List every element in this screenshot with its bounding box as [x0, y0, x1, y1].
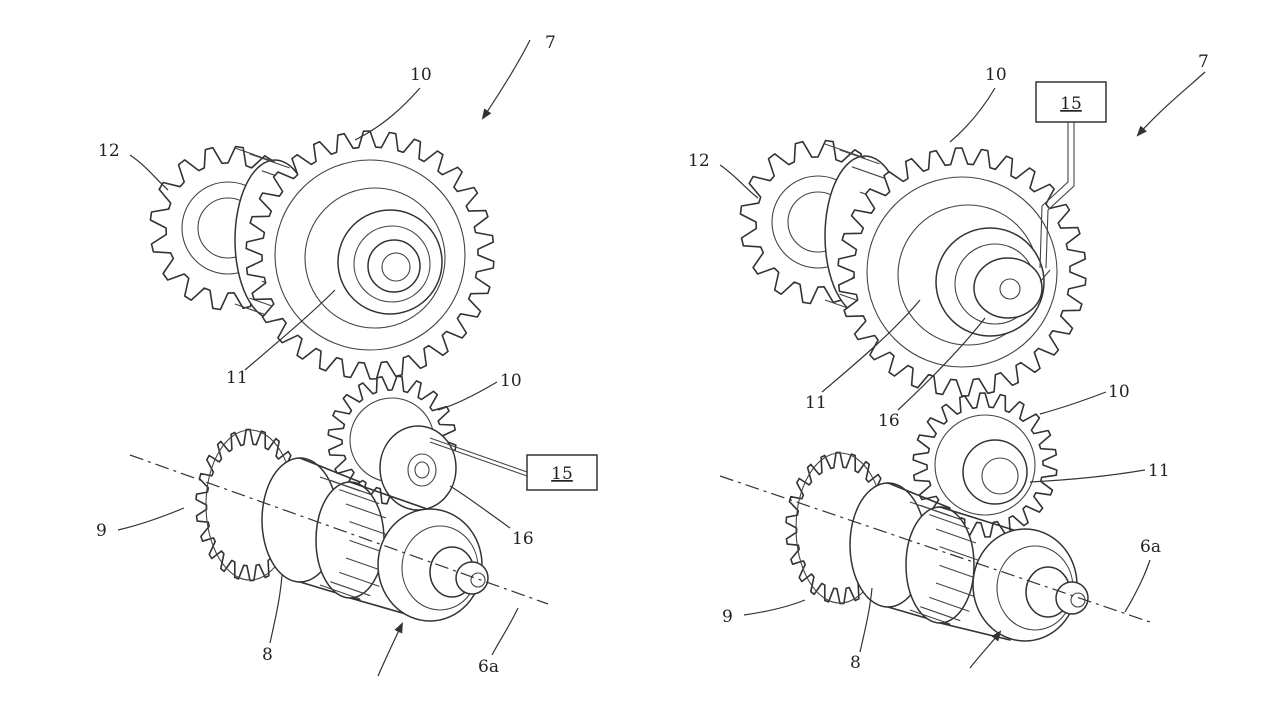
label-7: 7 [545, 33, 556, 53]
figure-right: 15 7 10 [688, 52, 1209, 673]
label-11-lower-right: 11 [1148, 461, 1170, 481]
label-12: 12 [98, 141, 120, 161]
hub-11 [337, 209, 443, 315]
arrow-left-bottom [377, 622, 403, 677]
shaft-assembly [261, 457, 489, 622]
label-10-top-right: 10 [985, 65, 1007, 85]
axis-6a-line-right [719, 475, 1151, 623]
label-10-lower-right: 10 [1108, 382, 1130, 402]
box-15-right-label: 15 [1060, 94, 1082, 114]
hub-11-right [935, 227, 1051, 337]
label-12-right: 12 [688, 151, 710, 171]
axis-6a-line [129, 454, 549, 605]
label-9: 9 [96, 521, 107, 541]
label-6a: 6a [478, 657, 499, 677]
box-15: 15 [429, 437, 598, 491]
small-gear-10-right [912, 392, 1058, 538]
label-11: 11 [226, 368, 248, 388]
label-9-right: 9 [722, 607, 733, 627]
label-10-top: 10 [410, 65, 432, 85]
label-16: 16 [512, 529, 534, 549]
box-15-right: 15 [1035, 81, 1107, 269]
figure-left: 15 7 10 12 11 10 16 9 8 6a [96, 33, 598, 677]
label-16-right: 16 [878, 411, 900, 431]
label-10-lower: 10 [500, 371, 522, 391]
sensor-collar-16 [379, 425, 457, 511]
arrow-right-bottom [969, 630, 1002, 669]
label-7-right: 7 [1198, 52, 1209, 72]
box-15-label: 15 [551, 464, 573, 484]
label-11-upper-right: 11 [805, 393, 827, 413]
shaft-assembly-right [849, 482, 1089, 642]
label-6a-right: 6a [1140, 537, 1161, 557]
label-8: 8 [262, 645, 273, 665]
label-8-right: 8 [850, 653, 861, 673]
